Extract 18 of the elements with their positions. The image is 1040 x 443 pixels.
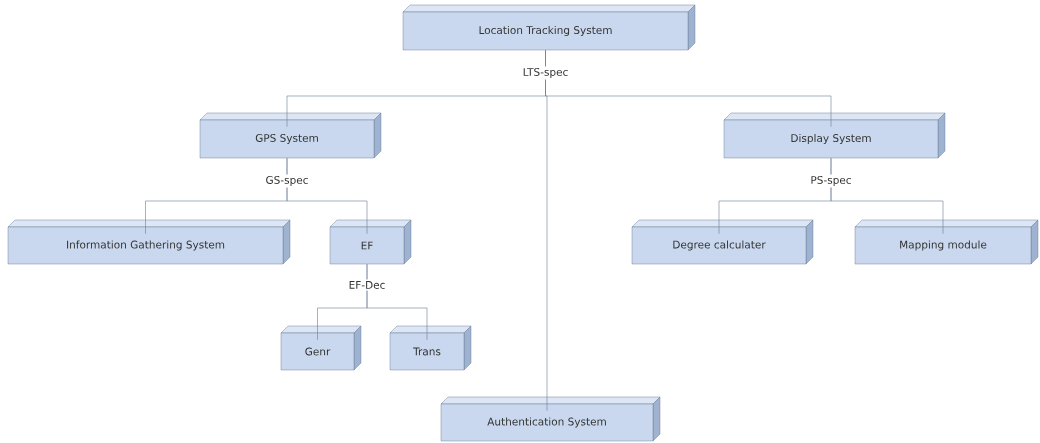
system-box: EF: [329, 219, 412, 265]
system-box: Information Gathering System: [7, 219, 291, 265]
edge-label: LTS-spec: [521, 66, 570, 80]
connector-line: [830, 157, 944, 235]
system-box: Genr: [280, 325, 362, 371]
system-box: Mapping module: [854, 219, 1039, 265]
system-box: Location Tracking System: [402, 4, 696, 51]
system-box: Authentication System: [440, 396, 661, 442]
connector-line: [286, 157, 368, 235]
system-box: Trans: [389, 325, 472, 371]
connector-line: [366, 263, 428, 341]
edge-label: PS-spec: [808, 174, 854, 188]
edge-label: EF-Dec: [347, 279, 387, 291]
connector-line: [545, 49, 832, 128]
system-box: Display System: [723, 112, 946, 159]
system-box: GPS System: [199, 112, 382, 159]
edge-label: GS-spec: [264, 174, 310, 188]
system-box: Degree calculater: [631, 219, 814, 265]
